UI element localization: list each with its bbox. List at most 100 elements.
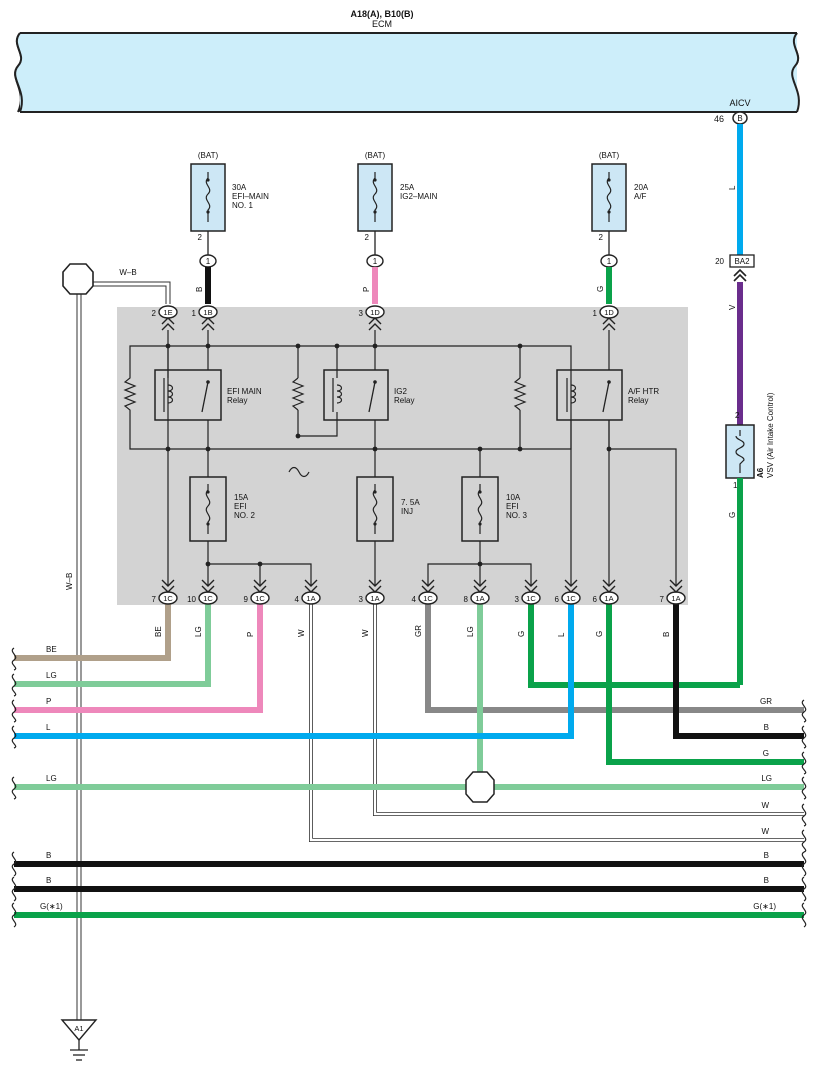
svg-text:Relay: Relay — [227, 396, 247, 405]
svg-text:W: W — [761, 827, 769, 836]
svg-text:1D: 1D — [370, 308, 380, 317]
vsv-coil — [735, 430, 745, 473]
vsv-pin-bottom: 1 — [733, 481, 738, 490]
svg-text:LG: LG — [761, 774, 772, 783]
svg-text:7: 7 — [660, 595, 665, 604]
fuse-connectors: 1 1 1 — [199, 254, 618, 268]
splice-lg — [465, 771, 495, 803]
svg-text:8: 8 — [464, 595, 469, 604]
junction-ba2-name: BA2 — [734, 257, 750, 266]
svg-text:1A: 1A — [306, 594, 315, 603]
svg-text:EFI–MAIN: EFI–MAIN — [232, 192, 269, 201]
svg-text:Relay: Relay — [394, 396, 414, 405]
svg-text:L: L — [46, 723, 51, 732]
svg-text:7: 7 — [152, 595, 157, 604]
svg-text:B: B — [764, 876, 769, 885]
svg-text:6: 6 — [593, 595, 598, 604]
svg-text:B: B — [764, 851, 769, 860]
fuse-inj: 7. 5A INJ — [356, 476, 420, 542]
right-wire-labels: GR B G LG W W B B G(∗1) — [753, 697, 776, 911]
svg-text:W: W — [297, 629, 306, 637]
svg-text:LG: LG — [46, 774, 57, 783]
wire-label-vsv-bottom: G — [728, 512, 737, 518]
svg-text:IG2–MAIN: IG2–MAIN — [400, 192, 438, 201]
svg-text:LG: LG — [46, 671, 57, 680]
jb-input-connectors: 1E 2 1B 1 1D 3 1D 1 — [152, 305, 619, 331]
svg-text:NO. 3: NO. 3 — [506, 511, 527, 520]
svg-text:1: 1 — [607, 257, 612, 266]
svg-text:EFI: EFI — [506, 502, 518, 511]
wire-label-fuse3: G — [596, 286, 605, 292]
svg-text:2: 2 — [365, 233, 370, 242]
fuse-ig2-main: (BAT) 25A IG2–MAIN 2 — [357, 151, 438, 242]
svg-text:15A: 15A — [234, 493, 249, 502]
vsv-name: VSV (Air Intake Control) — [766, 392, 775, 478]
vsv-code: A6 — [756, 467, 765, 478]
svg-text:Relay: Relay — [628, 396, 648, 405]
svg-text:LG: LG — [194, 626, 203, 637]
left-edge-breaks — [11, 647, 17, 928]
svg-text:NO. 2: NO. 2 — [234, 511, 255, 520]
svg-text:IG2: IG2 — [394, 387, 407, 396]
svg-text:2: 2 — [599, 233, 604, 242]
ecm-pin-number: 46 — [714, 114, 724, 124]
svg-text:1C: 1C — [163, 594, 173, 603]
svg-text:B: B — [764, 723, 769, 732]
svg-text:1A: 1A — [370, 594, 379, 603]
svg-text:BE: BE — [46, 645, 57, 654]
svg-text:3: 3 — [359, 595, 364, 604]
output-wires — [14, 604, 804, 918]
junction-ba2-pin: 20 — [715, 257, 724, 266]
svg-text:NO. 1: NO. 1 — [232, 201, 253, 210]
svg-text:EFI MAIN: EFI MAIN — [227, 387, 262, 396]
svg-text:1C: 1C — [566, 594, 576, 603]
svg-text:4: 4 — [412, 595, 417, 604]
svg-text:20A: 20A — [634, 183, 649, 192]
svg-text:LG: LG — [466, 626, 475, 637]
svg-text:2: 2 — [152, 309, 157, 318]
svg-text:G: G — [763, 749, 769, 758]
ground-wire-label-top: W–B — [119, 268, 136, 277]
jb-junction-dots — [165, 343, 612, 567]
ecm-code: A18(A), B10(B) — [350, 9, 413, 19]
svg-text:1E: 1E — [163, 308, 172, 317]
svg-text:(BAT): (BAT) — [198, 151, 219, 160]
svg-text:INJ: INJ — [401, 507, 413, 516]
fuse-efi-no3: 10A EFI NO. 3 — [461, 476, 527, 542]
svg-text:EFI: EFI — [234, 502, 246, 511]
svg-text:G(∗1): G(∗1) — [753, 902, 776, 911]
output-wire-labels: BE LG P W W GR LG G L G B — [154, 625, 671, 637]
svg-text:B: B — [46, 876, 51, 885]
fuse-efi-main-no1: (BAT) 30A EFI–MAIN NO. 1 2 — [190, 151, 269, 242]
svg-text:1A: 1A — [604, 594, 613, 603]
svg-text:25A: 25A — [400, 183, 415, 192]
ecm-pin-name: AICV — [729, 98, 750, 108]
junction-arrow — [733, 268, 747, 282]
svg-text:1C: 1C — [203, 594, 213, 603]
relay-efi-main: EFI MAIN Relay — [154, 369, 262, 421]
svg-text:P: P — [46, 697, 51, 706]
svg-text:1B: 1B — [203, 308, 212, 317]
ecm-name: ECM — [372, 19, 392, 29]
svg-text:W: W — [361, 629, 370, 637]
svg-text:1: 1 — [192, 309, 197, 318]
svg-text:BE: BE — [154, 626, 163, 637]
svg-text:4: 4 — [295, 595, 300, 604]
svg-text:3: 3 — [515, 595, 520, 604]
svg-text:G: G — [595, 631, 604, 637]
svg-text:1: 1 — [206, 257, 211, 266]
relay-af-htr: A/F HTR Relay — [556, 369, 659, 421]
svg-text:1C: 1C — [526, 594, 536, 603]
svg-text:1: 1 — [373, 257, 378, 266]
wire-label-fuse2: P — [362, 287, 371, 292]
fuse-af: (BAT) 20A A/F 2 — [591, 151, 649, 242]
right-edge-breaks — [801, 699, 807, 928]
fuse-efi-no2: 15A EFI NO. 2 — [189, 476, 255, 542]
vsv-pin-top: 2 — [735, 411, 740, 420]
ground-symbol — [60, 1019, 98, 1061]
wire-label-ecm: L — [728, 185, 737, 190]
svg-text:10: 10 — [187, 595, 196, 604]
junction-block — [117, 307, 688, 605]
jb-internal-circuit — [129, 330, 677, 586]
